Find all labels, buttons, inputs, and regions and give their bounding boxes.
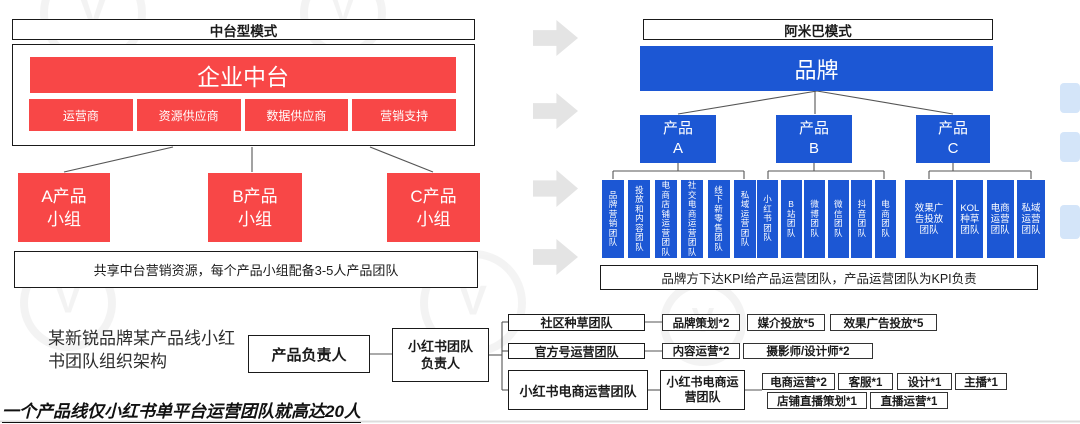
team-column: 抖音团队 — [851, 180, 873, 258]
platform-roles-row: 运营商 资源供应商 数据供应商 营销支持 — [29, 99, 456, 131]
team-row-header-ecommerce: 小红书电商运营团队 — [508, 370, 648, 410]
team-column: 微信团队 — [827, 180, 849, 258]
member-box: 内容运营*2 — [662, 343, 740, 359]
product-lead-box: 产品负责人 — [248, 335, 370, 373]
team-column: B站团队 — [780, 180, 802, 258]
member-box: 品牌策划*2 — [662, 314, 740, 331]
edge-mark — [1060, 205, 1080, 239]
member-box: 客服*1 — [838, 373, 893, 390]
role-box-marketing-support: 营销支持 — [352, 99, 456, 131]
member-box: 直播运营*1 — [870, 392, 948, 409]
team-column: 电商店铺运营团队 — [654, 180, 677, 258]
team-column: 效果广告投放团队 — [905, 180, 953, 258]
edge-mark — [1060, 132, 1080, 162]
flow-arrow — [533, 20, 578, 56]
product-group-a-box: A产品小组 — [18, 173, 110, 242]
footnote: 一个产品线仅小红书单平台运营团队就高达20人 — [2, 402, 361, 423]
brand-label: 品牌 — [794, 57, 839, 83]
member-box: 设计*1 — [897, 373, 952, 390]
team-column: KOL种草团队 — [956, 180, 984, 258]
flow-arrow — [533, 93, 578, 129]
flow-arrow — [533, 170, 578, 207]
member-box: 主播*1 — [955, 373, 1007, 390]
team-row-header-seeding: 社区种草团队 — [508, 314, 645, 331]
left-model-title-box: 中台型模式 — [12, 19, 475, 40]
teams-group-b: 小红书团队 B站团队 微博团队 微信团队 抖音团队 电商团队 — [757, 180, 896, 258]
edge-mark — [1060, 83, 1080, 113]
right-model-title-box: 阿米巴模式 — [643, 19, 993, 40]
role-box-data-supplier: 数据供应商 — [244, 99, 349, 131]
ecommerce-sub-team-box: 小红书电商运营团队 — [660, 370, 745, 410]
member-box: 摄影师/设计师*2 — [743, 343, 873, 359]
team-column: 电商运营团队 — [986, 180, 1014, 258]
enterprise-middle-platform-label: 企业中台 — [197, 64, 289, 90]
team-column: 投放和内容团队 — [628, 180, 651, 258]
team-column: 社交电商运营团队 — [681, 180, 704, 258]
team-column: 线下新零售团队 — [707, 180, 730, 258]
member-box: 电商运营*2 — [762, 373, 835, 390]
left-share-note: 共享中台营销资源，每个产品小组配备3-5人产品团队 — [93, 263, 399, 278]
role-box-operator: 运营商 — [29, 99, 133, 131]
teams-group-a: 品牌营销团队 投放和内容团队 电商店铺运营团队 社交电商运营团队 线下新零售团队… — [602, 180, 756, 258]
member-box: 效果广告投放*5 — [830, 314, 937, 331]
enterprise-middle-platform-box: 企业中台 — [30, 57, 456, 93]
team-column: 微博团队 — [804, 180, 826, 258]
kpi-note: 品牌方下达KPI给产品运营团队，产品运营团队为KPI负责 — [661, 272, 977, 286]
left-model-title: 中台型模式 — [209, 23, 278, 39]
member-box: 店铺直播策划*1 — [767, 392, 867, 409]
org-caption: 某新锐品牌某产品线小红书团队组织架构 — [48, 329, 235, 371]
left-share-note-box: 共享中台营销资源，每个产品小组配备3-5人产品团队 — [14, 251, 478, 288]
role-box-resource-supplier: 资源供应商 — [136, 99, 241, 131]
member-box: 媒介投放*5 — [747, 314, 825, 331]
team-column: 电商团队 — [874, 180, 896, 258]
flow-arrow — [533, 239, 578, 275]
team-row-header-official-account: 官方号运营团队 — [508, 343, 645, 359]
brand-box: 品牌 — [640, 46, 993, 91]
team-column: 私域运营团队 — [733, 180, 756, 258]
teams-group-c: 效果广告投放团队 KOL种草团队 电商运营团队 私域运营团队 — [905, 180, 1045, 258]
product-group-b-box: B产品小组 — [208, 173, 302, 242]
team-column: 私域运营团队 — [1016, 180, 1045, 258]
team-column: 小红书团队 — [757, 180, 778, 258]
team-column: 品牌营销团队 — [602, 180, 624, 258]
right-model-title: 阿米巴模式 — [784, 23, 852, 39]
xhs-lead-box: 小红书团队负责人 — [392, 328, 489, 382]
product-group-c-box: C产品小组 — [387, 173, 480, 242]
kpi-note-box: 品牌方下达KPI给产品运营团队，产品运营团队为KPI负责 — [600, 265, 1038, 290]
